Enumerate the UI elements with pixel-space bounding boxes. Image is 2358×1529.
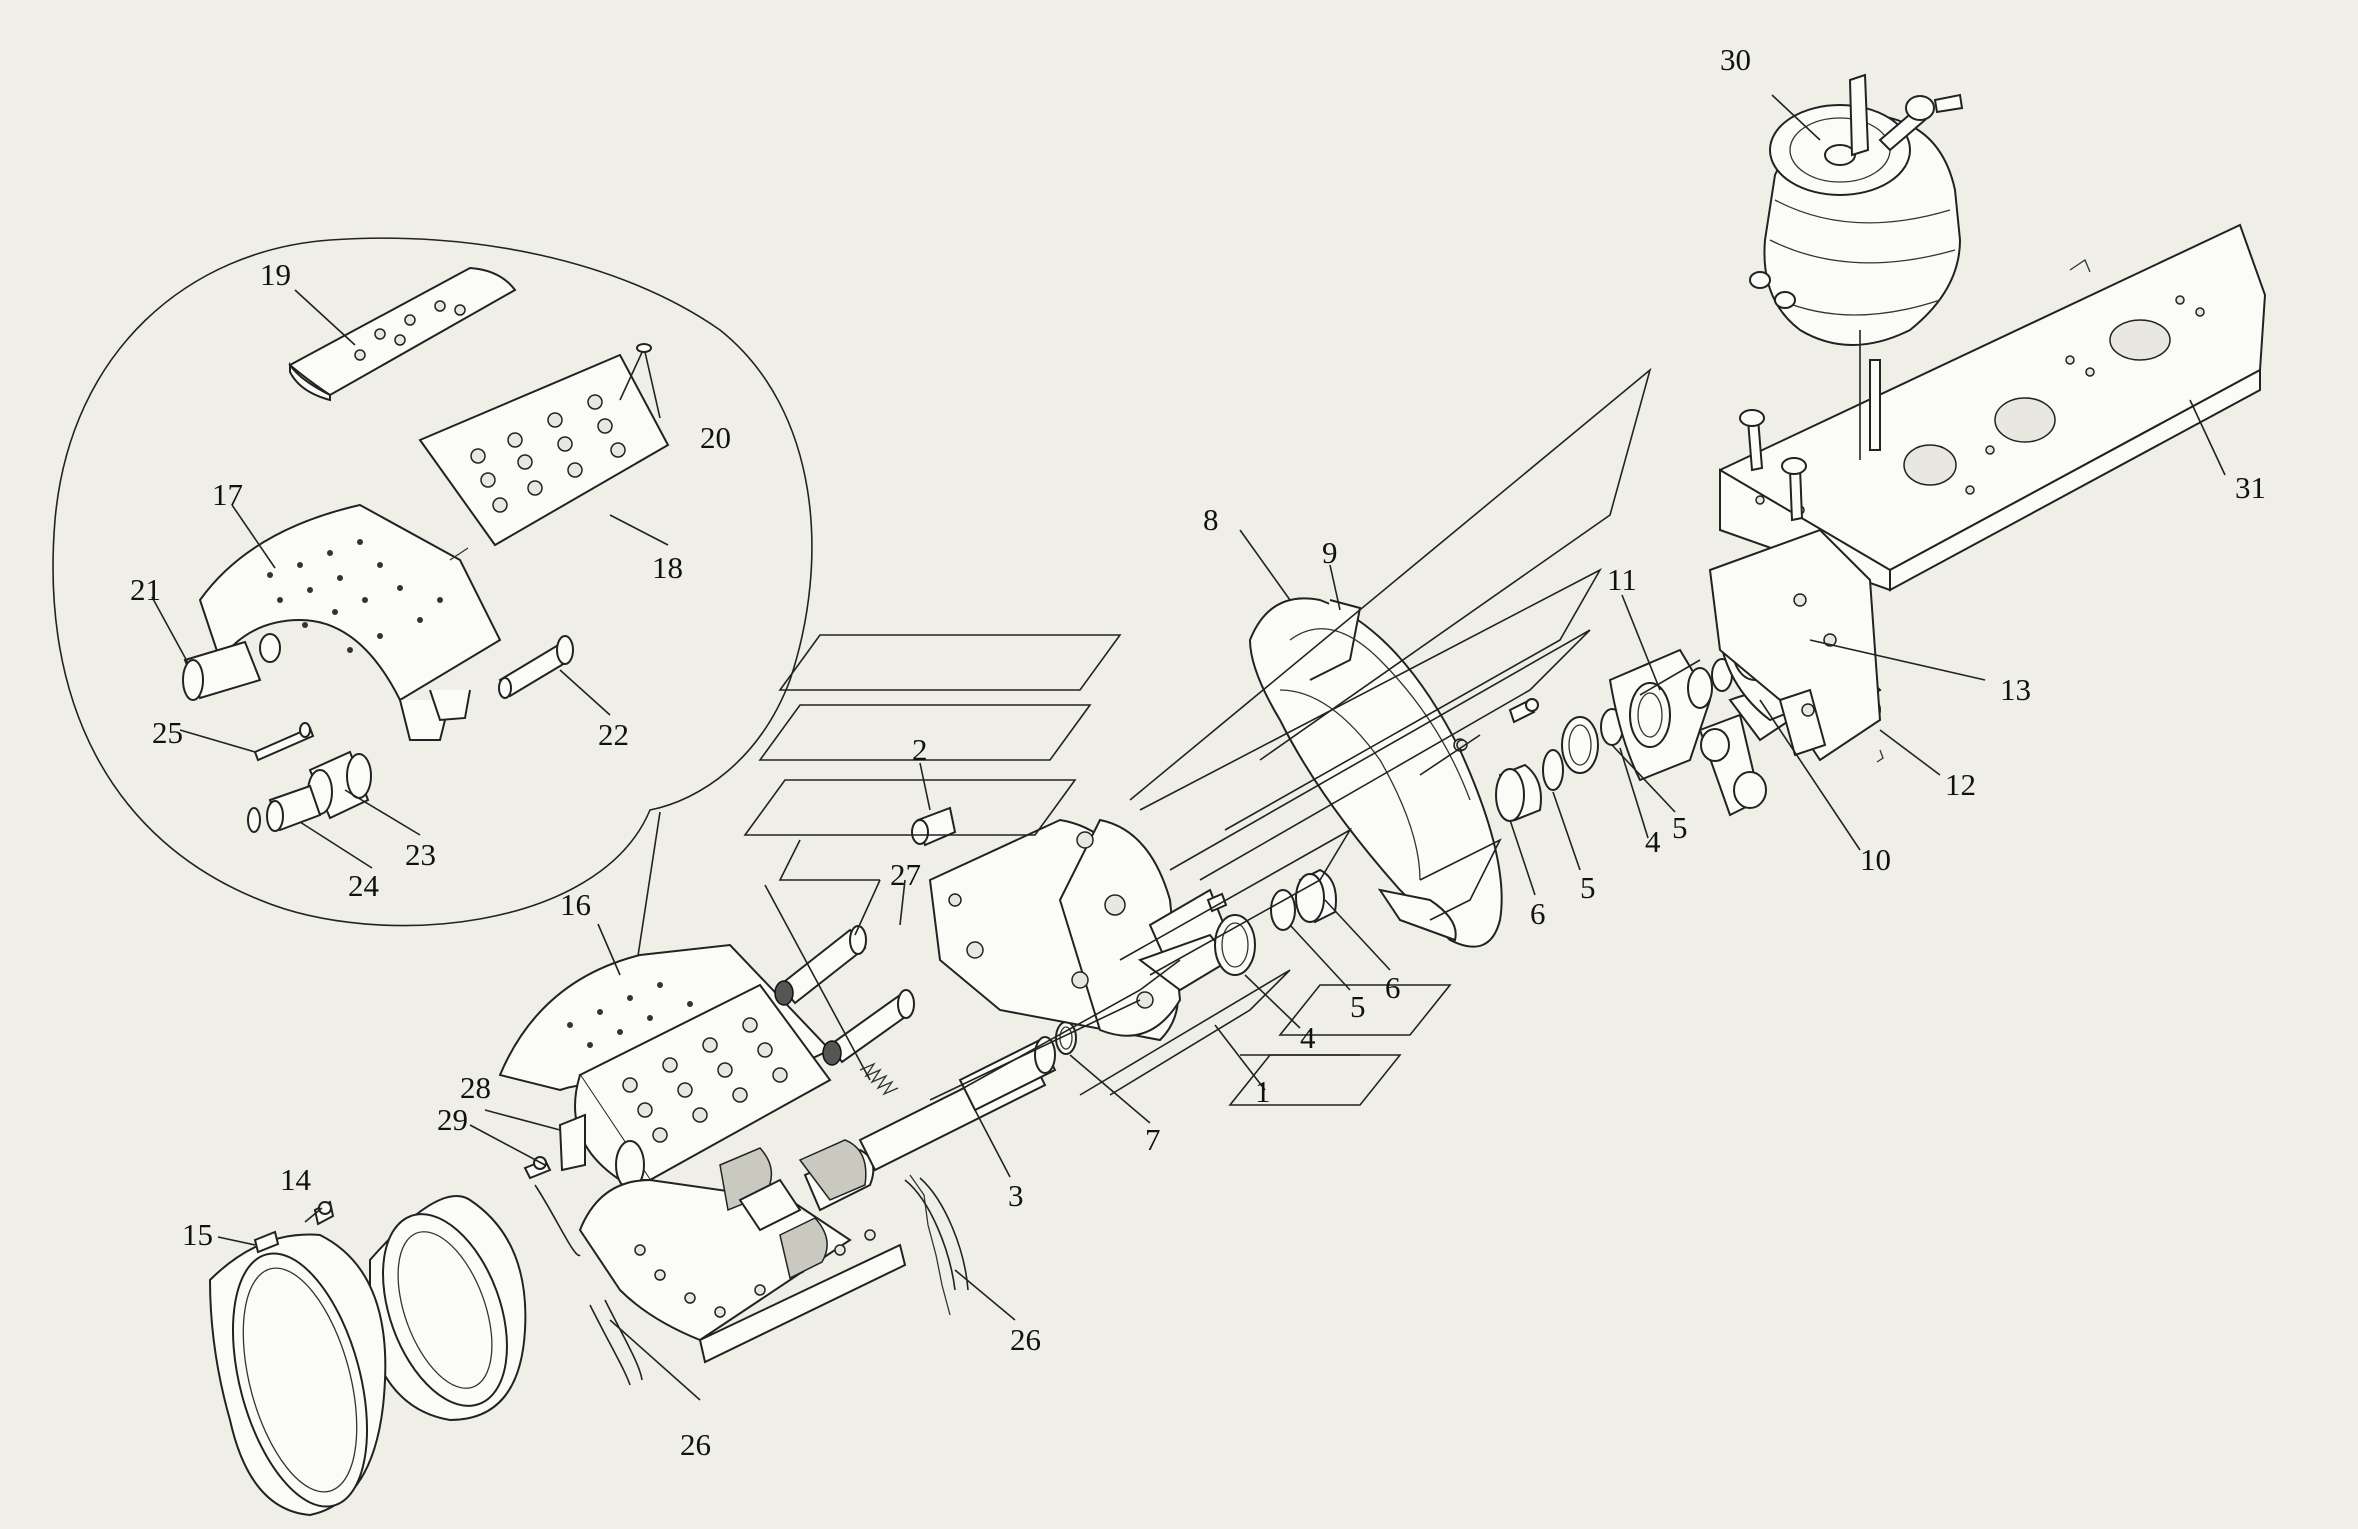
construction-lines (764, 330, 1861, 1101)
callout-8: 8 (1203, 502, 1219, 537)
callout-27: 27 (890, 857, 921, 892)
part-21-bushing (182, 640, 262, 701)
callout-25: 25 (152, 715, 183, 750)
callout-22: 22 (598, 717, 629, 752)
part-8-dust-shield (1248, 597, 1503, 948)
part-18-brake-lining (418, 353, 670, 547)
part-15-hub-drum (208, 1233, 387, 1517)
wheel-bolts (253, 1200, 335, 1254)
part-20-rivet (619, 343, 652, 401)
callout-26-bottom: 26 (680, 1427, 711, 1462)
part-3-camshaft (798, 1036, 1057, 1201)
part-31-mounting-bracket (1708, 223, 2267, 762)
part-2-bolt (911, 806, 957, 847)
part-16-shoe-assembly (498, 943, 907, 1364)
part-1-brake-spider (928, 818, 1232, 1042)
callout-16: 16 (560, 887, 591, 922)
part-14-brake-drum (369, 1195, 527, 1422)
callout-19: 19 (260, 257, 291, 292)
part-19-lining-segment (288, 266, 517, 402)
callout-30: 30 (1720, 42, 1751, 77)
callout-5-front: 5 (1350, 989, 1366, 1024)
part-5-washer-mid (1542, 749, 1564, 791)
callout-2: 2 (912, 732, 928, 767)
callout-11: 11 (1607, 562, 1637, 597)
callout-31: 31 (2235, 470, 2266, 505)
callout-9: 9 (1322, 535, 1338, 570)
part-5-washer-front (1270, 889, 1296, 931)
callout-20: 20 (700, 420, 731, 455)
callout-4-rear: 4 (1645, 824, 1661, 859)
callout-29: 29 (437, 1102, 468, 1137)
part-6-bushing-rear (1495, 763, 1542, 822)
callout-17: 17 (212, 477, 243, 512)
part-26-return-spring-lower (534, 1184, 643, 1386)
callout-6-front: 6 (1385, 970, 1401, 1005)
callout-6-rear: 6 (1530, 896, 1546, 931)
part-24-sleeve (247, 784, 322, 833)
part-4-seal-front (1214, 914, 1256, 976)
callout-12: 12 (1945, 767, 1976, 802)
callout-13: 13 (2000, 672, 2031, 707)
callout-4-front: 4 (1300, 1020, 1316, 1055)
callout-labels: 19 20 18 17 21 22 25 23 24 16 28 29 2 27… (130, 42, 2266, 1462)
grease-nipple (1206, 892, 1228, 913)
part-11-bracket (1608, 648, 1733, 782)
part-17-brake-shoe (198, 503, 502, 741)
leader-lines (151, 94, 2226, 1401)
callout-24: 24 (348, 868, 380, 903)
callout-18: 18 (652, 550, 683, 585)
blank-label-panels (743, 634, 1452, 1106)
callout-5-rear: 5 (1672, 810, 1688, 845)
callout-10: 10 (1860, 842, 1891, 877)
callout-1: 1 (1255, 1074, 1271, 1109)
part-22-pin (498, 635, 574, 699)
callout-28: 28 (460, 1070, 491, 1105)
bolt-small (1456, 698, 1539, 751)
part-30-brake-chamber (1749, 73, 1964, 451)
callout-26-right: 26 (1010, 1322, 1041, 1357)
callout-5-mid: 5 (1580, 870, 1596, 905)
callout-23: 23 (405, 837, 436, 872)
part-26-return-spring-upper (859, 1062, 969, 1316)
callout-14: 14 (280, 1162, 312, 1197)
callout-3: 3 (1008, 1178, 1024, 1213)
part-6-bushing-front (1295, 868, 1337, 924)
callout-21: 21 (130, 572, 161, 607)
part-4-seal-rear (1561, 716, 1599, 774)
part-28-spring-clip (558, 1113, 586, 1172)
callout-7: 7 (1145, 1122, 1161, 1157)
callout-15: 15 (182, 1217, 213, 1252)
part-25-retaining-pin (253, 722, 315, 762)
